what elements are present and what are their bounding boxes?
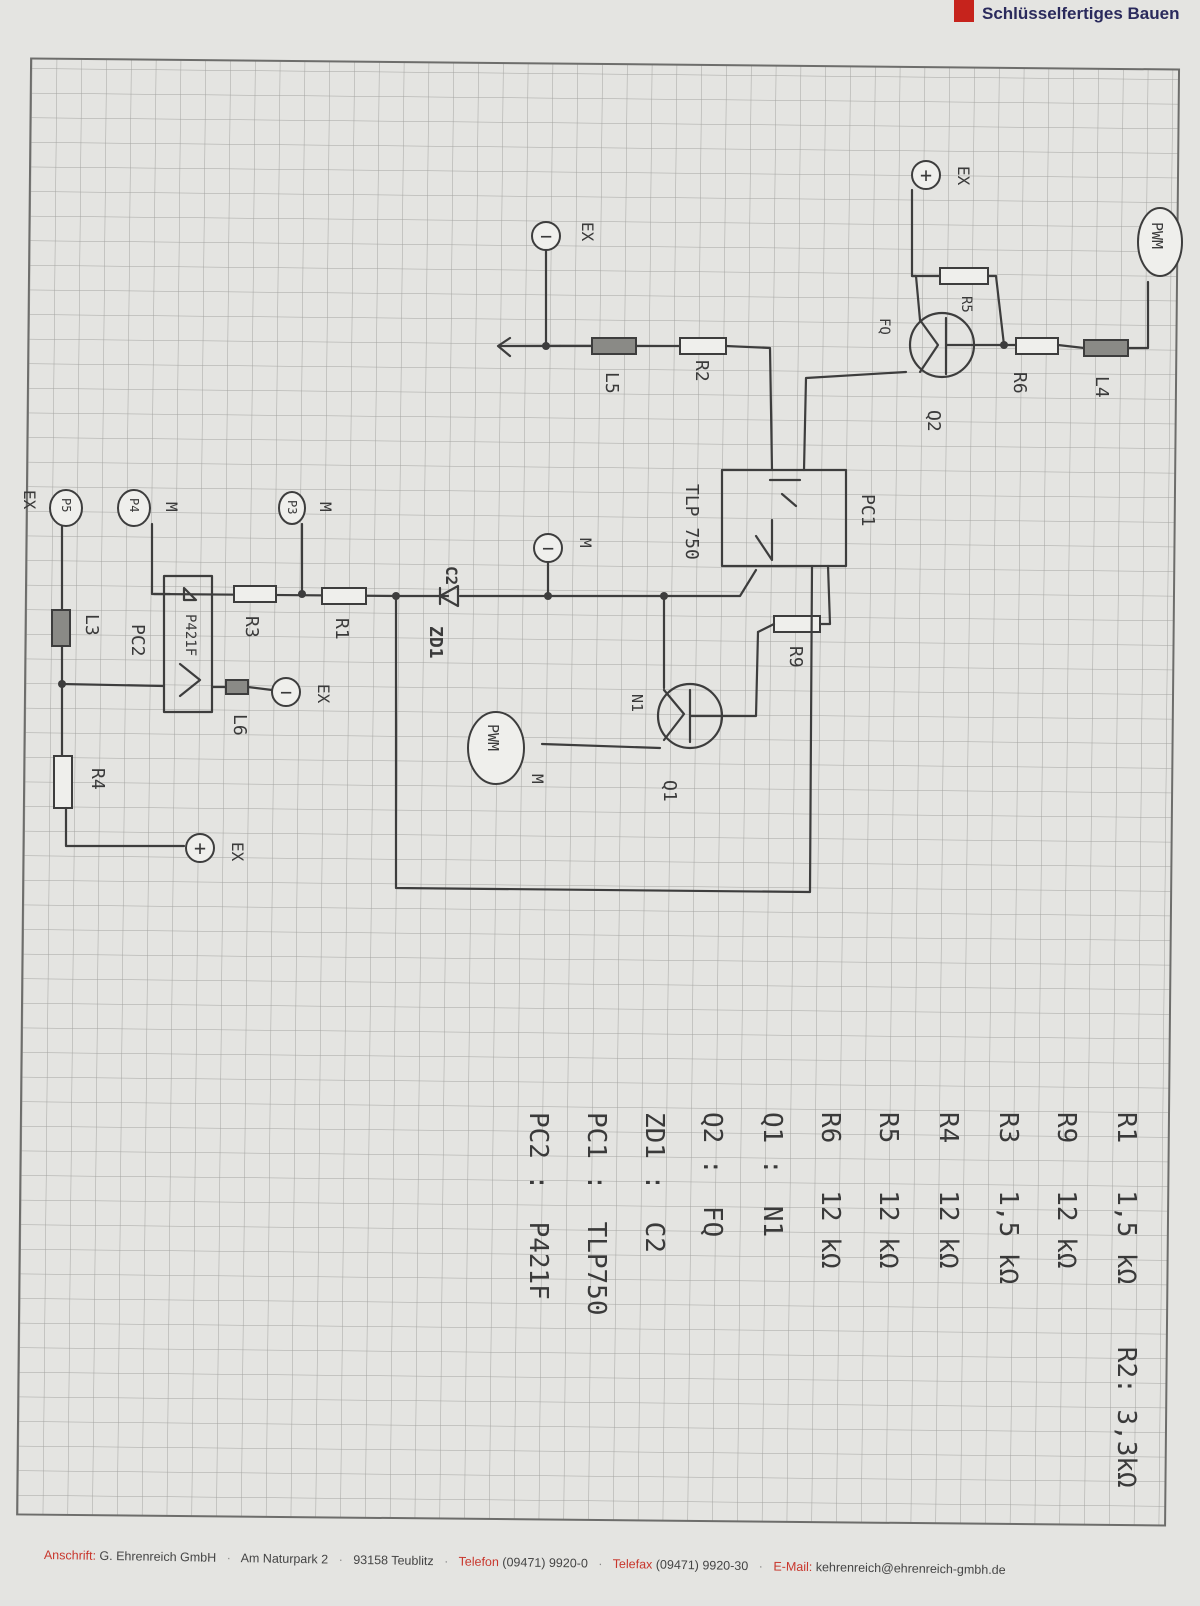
- label-pc2: PC2: [127, 624, 148, 657]
- label-pc2-part: P421F: [182, 614, 198, 656]
- optocoupler-pc2: [162, 574, 214, 714]
- label-l6: L6: [229, 714, 250, 736]
- inductor-l6: [225, 679, 249, 695]
- label-l5: L5: [601, 372, 622, 394]
- ex-plus-top-sign: +: [920, 163, 932, 187]
- parts-line-8: Q2 : FQ: [697, 1112, 727, 1237]
- ex-minus-terminal-l6: [271, 677, 301, 707]
- p3-label: P3: [285, 500, 299, 514]
- ex-plus-top-label: EX: [954, 166, 973, 186]
- label-r9: R9: [785, 646, 806, 668]
- label-pc1-part: TLP 750: [681, 484, 702, 560]
- footer-phone: (09471) 9920-0: [502, 1555, 588, 1571]
- parts-line-5: R5 12 kΩ: [873, 1112, 903, 1269]
- p5-label: P5: [59, 498, 73, 512]
- optocoupler-pc1: [720, 468, 848, 568]
- m-minus-sign: −: [542, 536, 554, 560]
- resistor-r4: [53, 755, 73, 809]
- resistor-r5: [939, 267, 989, 285]
- label-n1: N1: [628, 694, 646, 712]
- label-l3: L3: [81, 614, 102, 636]
- label-q2: Q2: [923, 410, 944, 432]
- footer-address-label: Anschrift:: [43, 1548, 97, 1563]
- p5-tag: EX: [20, 490, 39, 510]
- company-header: Schlüsselfertiges Bauen: [954, 0, 1194, 34]
- p5-terminal: [49, 489, 83, 527]
- ex-minus-top-sign: −: [540, 224, 552, 248]
- grid-area: [16, 57, 1181, 1527]
- resistor-r3: [233, 585, 277, 603]
- p3-terminal: [278, 491, 306, 525]
- parts-line-1: R1 1,5 kΩ R2: 3,3kΩ: [1111, 1112, 1141, 1488]
- p4-terminal: [117, 489, 151, 527]
- resistor-r9: [773, 615, 821, 633]
- footer-fax-label: Telefax: [612, 1556, 653, 1572]
- parts-line-9: ZD1 : C2: [639, 1112, 669, 1253]
- p3-tag: M: [316, 502, 335, 512]
- label-r6: R6: [1009, 372, 1030, 394]
- ex-minus-top-label: EX: [578, 222, 597, 242]
- zener-diode-zd1: [438, 584, 460, 608]
- label-l4: L4: [1091, 376, 1112, 398]
- label-q1: Q1: [659, 780, 680, 802]
- label-r2: R2: [691, 360, 712, 382]
- resistor-r1: [321, 587, 367, 605]
- p4-label: P4: [127, 498, 141, 512]
- footer-fax: (09471) 9920-30: [655, 1557, 749, 1574]
- parts-line-7: Q1 : N1: [757, 1112, 787, 1237]
- parts-line-4: R4 12 kΩ: [933, 1112, 963, 1269]
- parts-line-10: PC1 : TLP750: [581, 1112, 611, 1316]
- inductor-l5: [591, 337, 637, 355]
- ex-minus-l6-label: EX: [314, 684, 333, 704]
- parts-line-11: PC2 : P421F: [523, 1112, 553, 1300]
- parts-list: R1 1,5 kΩ R2: 3,3kΩ R9 12 kΩ R3 1,5 kΩ R…: [523, 1112, 1141, 1488]
- pwm-terminal-bottom: [467, 711, 525, 785]
- footer-city: 93158 Teublitz: [353, 1552, 434, 1569]
- label-c2: C2: [442, 566, 461, 585]
- pwm-bottom-tag: M: [528, 774, 547, 784]
- label-fq: FQ: [876, 318, 892, 335]
- footer-email: kehrenreich@ehrenreich-gmbh.de: [815, 1560, 1006, 1578]
- ex-plus-terminal-top: [911, 160, 941, 190]
- company-tagline: Schlüsselfertiges Bauen: [982, 4, 1180, 23]
- label-r5: R5: [958, 296, 974, 313]
- pwm-top-label: PWM: [1148, 222, 1166, 249]
- parts-line-6: R6 12 kΩ: [815, 1112, 845, 1269]
- circuit-schematic: − EX L5 R2 + EX Q2 FQ R5 R6: [20, 160, 1183, 894]
- parts-line-2: R9 12 kΩ: [1051, 1112, 1081, 1269]
- ex-plus-bottom-label: EX: [228, 842, 247, 862]
- pwm-terminal-top: [1137, 207, 1183, 277]
- ex-minus-l6-sign: −: [280, 680, 292, 704]
- label-pc1: PC1: [857, 494, 878, 527]
- inductor-l3: [51, 609, 71, 647]
- m-minus-label: M: [576, 538, 595, 548]
- p4-tag: M: [162, 502, 181, 512]
- label-r1: R1: [331, 618, 352, 640]
- inductor-l4: [1083, 339, 1129, 357]
- ex-plus-bottom-sign: +: [194, 836, 206, 860]
- footer-email-label: E-Mail:: [773, 1559, 813, 1575]
- parts-line-3: R3 1,5 kΩ: [993, 1112, 1023, 1284]
- resistor-r2: [679, 337, 727, 355]
- ex-plus-terminal-bottom: [185, 833, 215, 863]
- footer-phone-label: Telefon: [458, 1554, 499, 1570]
- company-logo-mark: [954, 0, 974, 22]
- footer-street: Am Naturpark 2: [240, 1551, 329, 1567]
- pwm-bottom-label: PWM: [484, 724, 502, 751]
- label-r4: R4: [87, 768, 108, 790]
- resistor-r6: [1015, 337, 1059, 355]
- label-zd1: ZD1: [425, 626, 446, 659]
- label-r3: R3: [241, 616, 262, 638]
- footer-address: G. Ehrenreich GmbH: [99, 1548, 217, 1565]
